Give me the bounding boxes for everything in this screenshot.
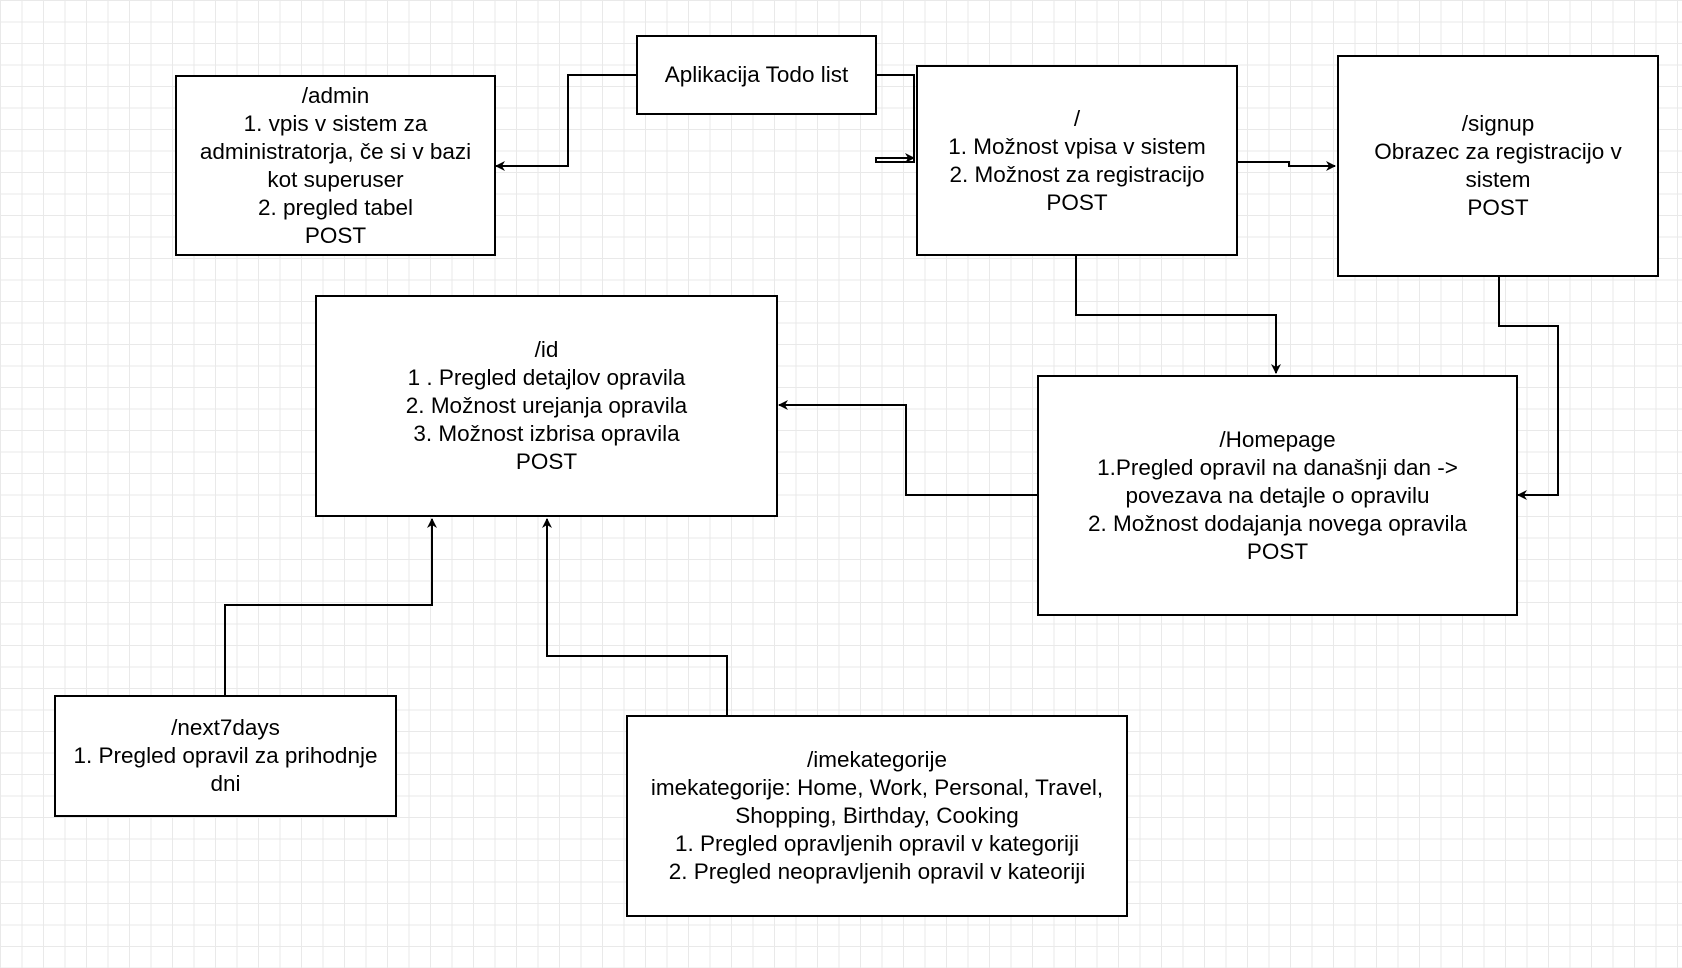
edge-next7days-to-id (224, 518, 437, 695)
node-admin-line-3: administratorja, če si v bazi (199, 138, 472, 164)
node-root-line-3: 2. Možnost za registracijo (949, 161, 1205, 187)
node-id-line-5: POST (515, 449, 578, 474)
edge-app-to-root (875, 74, 915, 163)
node-root-line-1: / (1073, 105, 1081, 131)
node-imekategorije-line-5: 2. Pregled neopravljenih opravil v kateo… (668, 859, 1086, 884)
node-next7days-line-2: 1. Pregled opravil za prihodnje (73, 743, 378, 768)
node-app-line-1: Aplikacija Todo list (664, 62, 849, 87)
node-imekategorije[interactable]: /imekategorije imekategorije: Home, Work,… (626, 715, 1128, 917)
node-signup-line-2: Obrazec za registracijo v (1374, 139, 1622, 164)
node-id[interactable]: /id 1 . Pregled detajlov opravila 2. Možno… (315, 295, 778, 517)
node-admin-line-5: 2. pregled tabel (257, 194, 414, 220)
edge-imekategorije-to-id (542, 518, 728, 715)
node-homepage-line-2: 1.Pregled opravil na današnji dan -> (1097, 454, 1458, 480)
node-homepage-line-4: 2. Možnost dodajanja novega opravila (1087, 510, 1467, 536)
node-admin-line-1: /admin (301, 82, 370, 108)
edge-signup-to-homepage (1498, 277, 1559, 500)
node-homepage-line-3: povezava na detajle o opravilu (1125, 482, 1430, 508)
edge-root-to-homepage (1075, 256, 1281, 374)
node-admin-line-4: kot superuser (267, 166, 404, 192)
node-next7days-line-1: /next7days (171, 715, 280, 740)
node-signup-line-4: POST (1467, 195, 1529, 220)
edge-homepage-to-id (778, 400, 1037, 496)
edge-root-to-signup (1238, 161, 1336, 171)
node-root-line-4: POST (1046, 189, 1108, 215)
node-next7days[interactable]: /next7days 1. Pregled opravil za prihodnj… (54, 695, 397, 817)
node-imekategorije-line-2: imekategorije: Home, Work, Personal, Tra… (650, 775, 1104, 800)
node-id-line-2: 1 . Pregled detajlov opravila (407, 365, 686, 390)
node-imekategorije-line-3: Shopping, Birthday, Cooking (735, 803, 1019, 828)
node-admin-line-2: 1. vpis v sistem za (243, 110, 428, 136)
node-id-line-4: 3. Možnost izbrisa opravila (413, 421, 680, 446)
node-signup-line-3: sistem (1465, 167, 1531, 192)
edge-app-to-admin (495, 74, 636, 171)
node-signup-line-1: /signup (1461, 111, 1535, 136)
node-imekategorije-line-4: 1. Pregled opravljenih opravil v kategor… (675, 831, 1079, 856)
node-next7days-line-3: dni (210, 771, 241, 796)
node-root-line-2: 1. Možnost vpisa v sistem (948, 133, 1206, 159)
node-id-line-3: 2. Možnost urejanja opravila (405, 393, 688, 418)
node-id-line-1: /id (534, 337, 559, 362)
node-imekategorije-line-1: /imekategorije (806, 747, 948, 772)
node-admin-line-6: POST (304, 222, 367, 248)
node-homepage-line-5: POST (1246, 538, 1309, 564)
node-app-title[interactable]: Aplikacija Todo list (636, 35, 877, 115)
node-homepage-line-1: /Homepage (1219, 426, 1336, 452)
